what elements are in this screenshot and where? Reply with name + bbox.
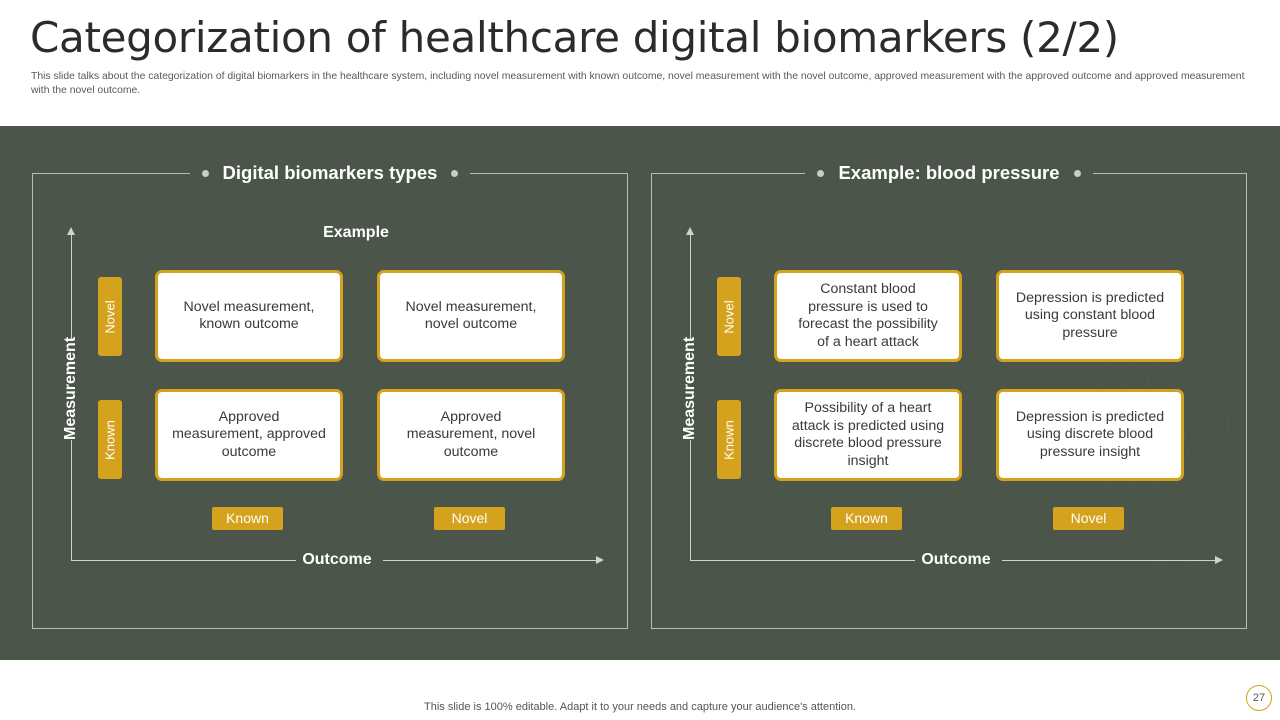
panel-biomarker-types: Digital biomarkers types Example Outcome… bbox=[32, 161, 628, 629]
panel-title: Digital biomarkers types bbox=[222, 162, 438, 183]
x-axis-line-left bbox=[71, 560, 296, 561]
y-axis-label: Measurement bbox=[62, 336, 80, 440]
slide-footer: This slide is 100% editable. Adapt it to… bbox=[424, 701, 856, 713]
x-axis-arrow-icon bbox=[1215, 556, 1223, 564]
x-axis-line-right bbox=[383, 560, 597, 561]
title-dot-left bbox=[201, 169, 209, 177]
card-known-known: Approved measurement, approved outcome bbox=[155, 389, 343, 481]
content-band: Digital biomarkers types Example Outcome… bbox=[0, 126, 1280, 660]
col-tag-novel: Novel bbox=[434, 507, 505, 530]
panel-title-row: Digital biomarkers types bbox=[33, 161, 627, 185]
card-novel-novel: Novel measurement, novel outcome bbox=[377, 270, 565, 362]
card-known-known: Possibility of a heart attack is predict… bbox=[774, 389, 962, 481]
card-known-novel: Approved measurement, novel outcome bbox=[377, 389, 565, 481]
card-novel-known: Constant blood pressure is used to forec… bbox=[774, 270, 962, 362]
panel-blood-pressure: Example: blood pressure Outcome Measurem… bbox=[651, 161, 1247, 629]
x-axis-line-left bbox=[690, 560, 915, 561]
slide-title: Categorization of healthcare digital bio… bbox=[30, 13, 1119, 62]
row-tag-label: Novel bbox=[102, 299, 118, 334]
panel-title-row: Example: blood pressure bbox=[652, 161, 1246, 185]
col-tag-known: Known bbox=[212, 507, 283, 530]
row-tag-novel: Novel bbox=[717, 277, 741, 356]
example-label: Example bbox=[323, 224, 389, 241]
x-axis-label: Outcome bbox=[921, 551, 991, 568]
row-tag-label: Known bbox=[721, 419, 737, 460]
x-axis-line-right bbox=[1002, 560, 1216, 561]
x-axis-label: Outcome bbox=[302, 551, 372, 568]
row-tag-novel: Novel bbox=[98, 277, 122, 356]
col-tag-known: Known bbox=[831, 507, 902, 530]
row-tag-label: Known bbox=[102, 419, 118, 460]
x-axis-arrow-icon bbox=[596, 556, 604, 564]
slide-subtitle: This slide talks about the categorizatio… bbox=[31, 71, 1245, 96]
title-dot-right bbox=[1073, 169, 1081, 177]
row-tag-label: Novel bbox=[721, 299, 737, 334]
card-known-novel: Depression is predicted using discrete b… bbox=[996, 389, 1184, 481]
y-axis-label: Measurement bbox=[681, 336, 699, 440]
y-axis-arrow-icon bbox=[67, 227, 75, 235]
row-tag-known: Known bbox=[98, 400, 122, 479]
col-tag-novel: Novel bbox=[1053, 507, 1124, 530]
row-tag-known: Known bbox=[717, 400, 741, 479]
y-axis-arrow-icon bbox=[686, 227, 694, 235]
panel-title: Example: blood pressure bbox=[838, 162, 1060, 183]
card-novel-known: Novel measurement, known outcome bbox=[155, 270, 343, 362]
card-novel-novel: Depression is predicted using constant b… bbox=[996, 270, 1184, 362]
page-number-badge: 27 bbox=[1246, 685, 1272, 711]
title-dot-left bbox=[817, 169, 825, 177]
title-dot-right bbox=[451, 169, 459, 177]
